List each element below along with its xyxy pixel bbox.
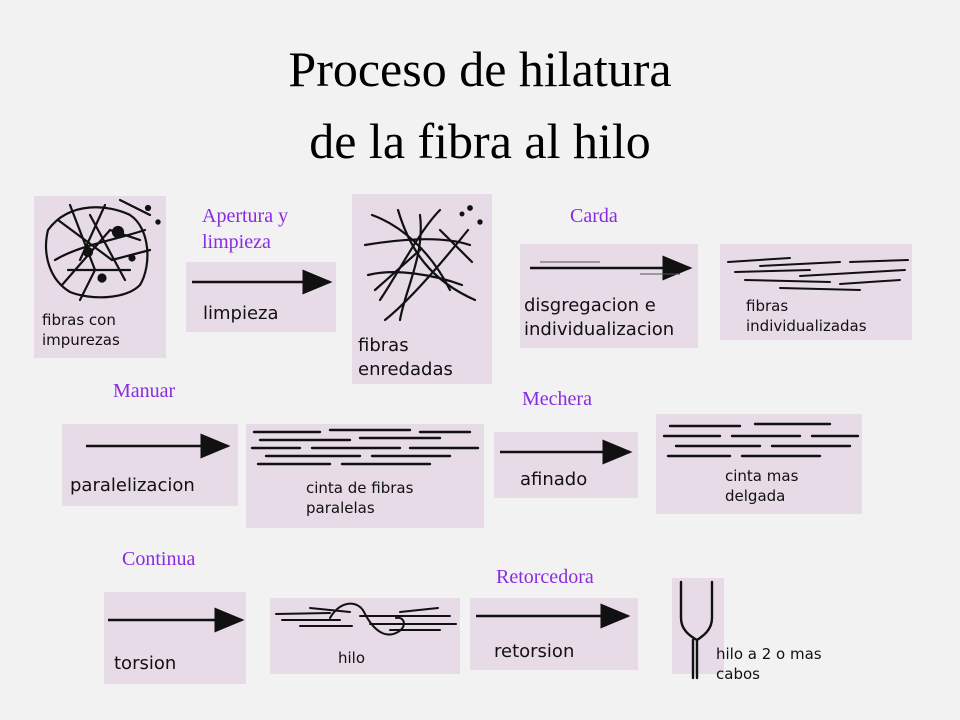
stage-label-mechera: Mechera xyxy=(522,388,592,410)
plied-yarn-drawing xyxy=(679,580,714,680)
yarn-drawing xyxy=(275,602,457,636)
stage-label-carda: Carda xyxy=(570,205,618,227)
panel-hilo xyxy=(270,598,460,674)
caption-cinta-delgada: cinta mas delgada xyxy=(725,467,799,505)
title-line-2: de la fibra al hilo xyxy=(309,113,651,169)
caption-disgregacion: disgregacion e individualizacion xyxy=(524,295,675,340)
caption-paralelizacion: paralelizacion xyxy=(70,475,195,496)
stage-label-apertura: Apertura y limpieza xyxy=(202,205,289,253)
caption-hilo-cabos: hilo a 2 o mas cabos xyxy=(716,645,822,683)
individualized-fibers-drawing xyxy=(727,257,909,291)
thin-sliver-drawing xyxy=(662,422,860,458)
caption-fibras-enredadas: fibras enredadas xyxy=(358,335,453,380)
panel-cinta-paralelas xyxy=(246,424,484,528)
title-line-1: Proceso de hilatura xyxy=(288,41,672,97)
tangled-fibers-drawing xyxy=(363,205,483,322)
caption-cinta-paralelas: cinta de fibras paralelas xyxy=(306,479,414,517)
caption-torsion: torsion xyxy=(114,653,177,674)
caption-fibras-individualizadas: fibras individualizadas xyxy=(746,297,867,335)
caption-hilo: hilo xyxy=(338,649,366,667)
parallel-sliver-drawing xyxy=(250,428,480,466)
stage-label-retorcedora: Retorcedora xyxy=(496,566,594,588)
caption-fibras-impurezas: fibras con impurezas xyxy=(42,311,120,349)
stage-label-manuar: Manuar xyxy=(113,380,176,402)
fibers-with-impurities-drawing xyxy=(44,198,161,302)
caption-limpieza: limpieza xyxy=(203,303,279,324)
panel-cinta-delgada xyxy=(656,414,862,514)
caption-retorsion: retorsion xyxy=(494,641,575,662)
panel-torsion xyxy=(104,592,246,684)
stage-label-continua: Continua xyxy=(122,548,196,570)
caption-afinado: afinado xyxy=(520,469,588,490)
